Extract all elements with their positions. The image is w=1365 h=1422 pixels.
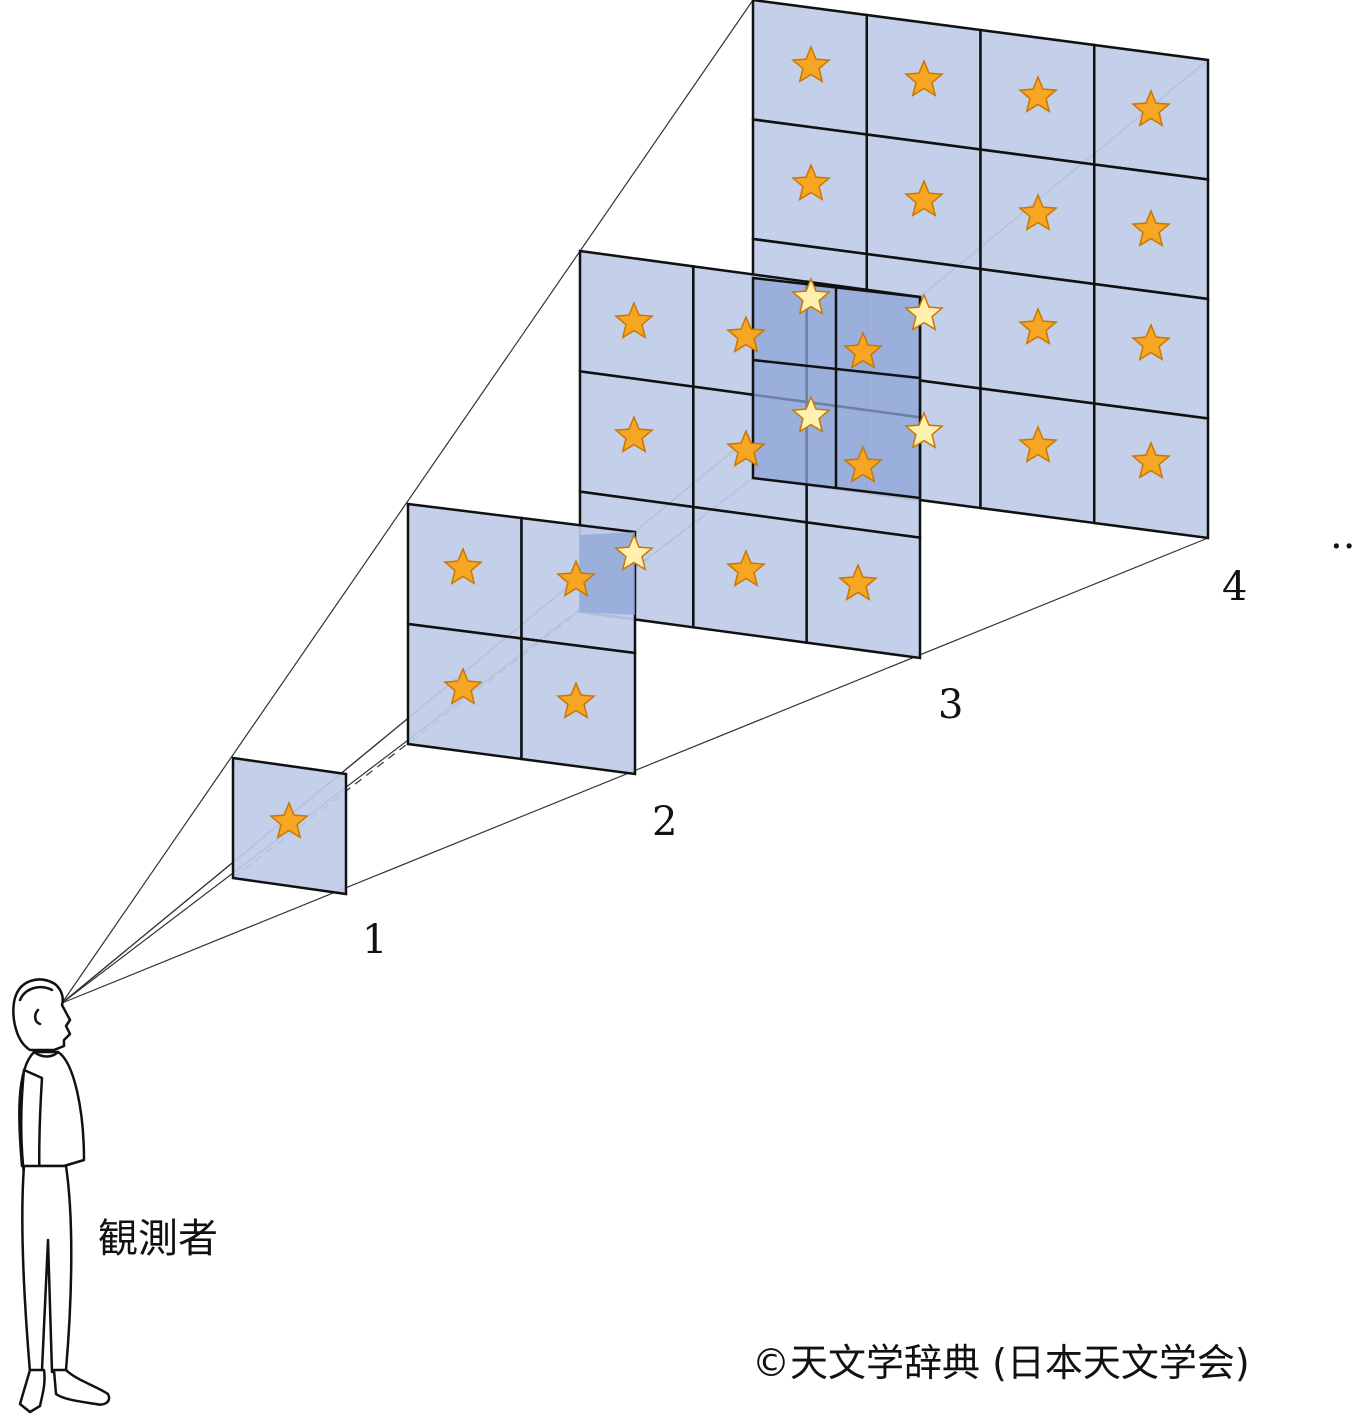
star-icon: [269, 801, 309, 839]
star-icon: [843, 445, 883, 483]
star-icon: [1018, 425, 1058, 463]
star-icon: [843, 331, 883, 369]
star-icon: [726, 429, 766, 467]
star-icon: [1018, 75, 1058, 113]
star-icon: [791, 277, 831, 315]
star-icon: [904, 293, 944, 331]
star-icon: [556, 559, 596, 597]
star-icon: [791, 45, 831, 83]
distance-label-3: 3: [938, 682, 963, 728]
star-icon: [1018, 193, 1058, 231]
distance-label-4: 4: [1222, 564, 1247, 610]
star-icon: [1131, 323, 1171, 361]
star-icon: [726, 549, 766, 587]
star-icon: [791, 163, 831, 201]
star-icon: [614, 301, 654, 339]
continuation-mark: ..: [1330, 512, 1355, 558]
ray-top-left: [61, 0, 754, 1004]
star-icon: [443, 667, 483, 705]
stars-layer: [269, 45, 1171, 839]
star-icon: [614, 533, 654, 571]
distance-label-1: 1: [362, 917, 387, 963]
star-icon: [904, 59, 944, 97]
star-icon: [1131, 209, 1171, 247]
star-icon: [904, 179, 944, 217]
star-icon: [1018, 307, 1058, 345]
star-icon: [1131, 89, 1171, 127]
observer-label: 観測者: [98, 1216, 218, 1262]
star-icon: [614, 415, 654, 453]
star-icon: [904, 411, 944, 449]
projection-panels: [231, 0, 1210, 896]
distance-label-2: 2: [652, 799, 677, 845]
star-icon: [838, 563, 878, 601]
credit-text: ©天文学辞典 (日本天文学会): [752, 1341, 1250, 1385]
star-icon: [726, 315, 766, 353]
star-icon: [443, 547, 483, 585]
star-icon: [1131, 441, 1171, 479]
star-icon: [791, 395, 831, 433]
standing-person-icon: [12, 978, 111, 1414]
star-icon: [556, 681, 596, 719]
